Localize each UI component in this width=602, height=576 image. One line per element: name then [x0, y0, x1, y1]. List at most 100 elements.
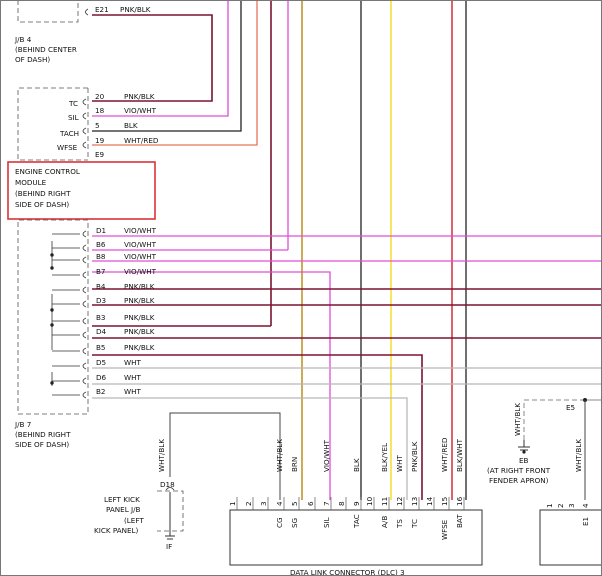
dlc-label-tac: TAC	[352, 514, 361, 529]
jb7-pin-arrow	[82, 286, 87, 294]
jb7-pin-D1: D1	[96, 226, 106, 235]
jb7-label-3: SIDE OF DASH)	[15, 440, 69, 449]
left-kick-label-3: (LEFT	[124, 516, 144, 525]
left-ground-pin: D18	[160, 480, 175, 489]
jb7-pin-arrow	[82, 362, 87, 370]
right-ground-id: EB	[519, 456, 529, 465]
dlc-pin-14: 14	[425, 496, 434, 506]
jb7-wire-D3: PNK/BLK	[124, 296, 155, 305]
ecm-wire-19: WHT/RED	[124, 136, 159, 145]
ecm-label-2: MODULE	[15, 178, 47, 187]
jb4-bracket	[17, 0, 89, 23]
left-kick-label-1: LEFT KICK	[104, 495, 140, 504]
dlc-wire-11: BLK/YEL	[380, 443, 389, 472]
dlc-pin-10: 10	[365, 496, 374, 506]
jb7-pin-D4: D4	[96, 327, 107, 336]
dlc-wire-labels: WHT/BLK BRN VIO/WHT BLK BLK/YEL WHT PNK/BLK WHT…	[275, 437, 464, 472]
dlc-label-tc: TC	[410, 519, 419, 529]
jb4-label-3: OF DASH)	[15, 55, 50, 64]
jb4-label-1: J/B 4	[14, 35, 32, 44]
wire-b5	[92, 354, 423, 500]
right-ground-label-2: FENDER APRON)	[489, 476, 549, 485]
dlc-label-ts: TS	[395, 519, 404, 529]
ecm-pin-5: 5	[95, 121, 100, 130]
dlc-pin-5: 5	[290, 501, 299, 506]
ecm-wire-18: VIO/WHT	[124, 106, 157, 115]
dlc-wire-9: BLK	[352, 458, 361, 472]
dlc-label-cg: CG	[275, 517, 284, 528]
ecm-highlight-box	[7, 161, 156, 220]
dlc-pin-12: 12	[395, 497, 404, 506]
jb7-pin-arrow	[82, 331, 87, 339]
jb7-pin-B5: B5	[96, 343, 106, 352]
jb7-wire-B7: VIO/WHT	[124, 267, 157, 276]
ecm-pin-20: 20	[95, 92, 105, 101]
ecm-label-1: ENGINE CONTROL	[15, 167, 80, 176]
jb7-pin-B4: B4	[96, 282, 106, 291]
dlc-pin-6: 6	[306, 501, 315, 506]
ecm-term-tach: TACH	[59, 129, 79, 138]
right-conn-label: E1	[581, 517, 590, 526]
dlc-body	[229, 509, 483, 566]
right-conn-pin-2: 2	[556, 503, 565, 508]
dlc-pin-9: 9	[352, 501, 361, 506]
ecm-label-4: SIDE OF DASH)	[15, 200, 69, 209]
dlc-label-wfse: WFSE	[440, 519, 449, 540]
wire-wfse-red	[92, 0, 258, 146]
ecm-connector-id: E9	[95, 150, 105, 159]
left-kick-jb-box	[157, 490, 184, 532]
jb7-pin-arrow	[82, 317, 87, 325]
jb7-wire-B8: VIO/WHT	[124, 252, 157, 261]
wire-left-ground	[169, 412, 281, 500]
dlc-wire-4: WHT/BLK	[275, 439, 284, 472]
jb7-pin-D3: D3	[96, 296, 106, 305]
jb7-pin-arrow	[82, 391, 87, 399]
dlc-wire-16: BLK/WHT	[455, 438, 464, 472]
right-conn-pin-1: 1	[545, 503, 554, 508]
dlc-pin-7: 7	[322, 501, 331, 506]
dlc-wire-13: PNK/BLK	[410, 441, 419, 472]
jb7-pin-D5: D5	[96, 358, 106, 367]
right-conn-pin-3: 3	[567, 503, 576, 508]
left-kick-label-2: PANEL J/B	[106, 505, 141, 514]
wire-e21-to-tc	[92, 14, 213, 102]
jb7-pin-arrow	[82, 300, 87, 308]
dlc-wire-7: VIO/WHT	[322, 439, 331, 472]
jb7-pin-arrow	[82, 271, 87, 279]
dlc-wire-12: WHT	[395, 454, 404, 472]
dlc-pin-11: 11	[380, 497, 389, 506]
ecm-pin-19: 19	[95, 136, 105, 145]
ecm-label-3: (BEHIND RIGHT	[15, 189, 71, 198]
ecm-wire-20: PNK/BLK	[124, 92, 155, 101]
jb7-pin-B7: B7	[96, 267, 106, 276]
jb7-wire-D1: VIO/WHT	[124, 226, 157, 235]
ecm-terminal-arrows	[82, 98, 87, 149]
wire-tach-blk	[92, 0, 242, 132]
right-wire2: WHT/BLK	[574, 439, 583, 472]
wire-right-ground	[523, 399, 585, 440]
dlc-pin-4: 4	[275, 501, 284, 506]
top-connector-wire: PNK/BLK	[120, 5, 151, 14]
left-ground-id: IF	[166, 542, 172, 551]
jb7-wire-B3: PNK/BLK	[124, 313, 155, 322]
dlc-label-ab: A/B	[380, 516, 389, 528]
wire-b7	[92, 271, 331, 500]
dlc-wire-15: WHT/RED	[440, 437, 449, 472]
right-ground-label-1: (AT RIGHT FRONT	[487, 466, 551, 475]
ecm-dashed-border	[17, 87, 88, 161]
dlc-wire-5: BRN	[290, 457, 299, 472]
wire-b2	[92, 397, 408, 500]
jb7-wire-B5: PNK/BLK	[124, 343, 155, 352]
ecm-wire-5: BLK	[124, 121, 138, 130]
dlc-pin-1: 1	[228, 501, 237, 506]
jb7-pin-B2: B2	[96, 387, 106, 396]
jb7-label-1: J/B 7	[14, 420, 31, 429]
jb7-pin-B8: B8	[96, 252, 106, 261]
right-e5-label: E5	[566, 403, 575, 412]
top-connector-pin: E21	[95, 5, 109, 14]
jb7-wire-B6: VIO/WHT	[124, 240, 157, 249]
